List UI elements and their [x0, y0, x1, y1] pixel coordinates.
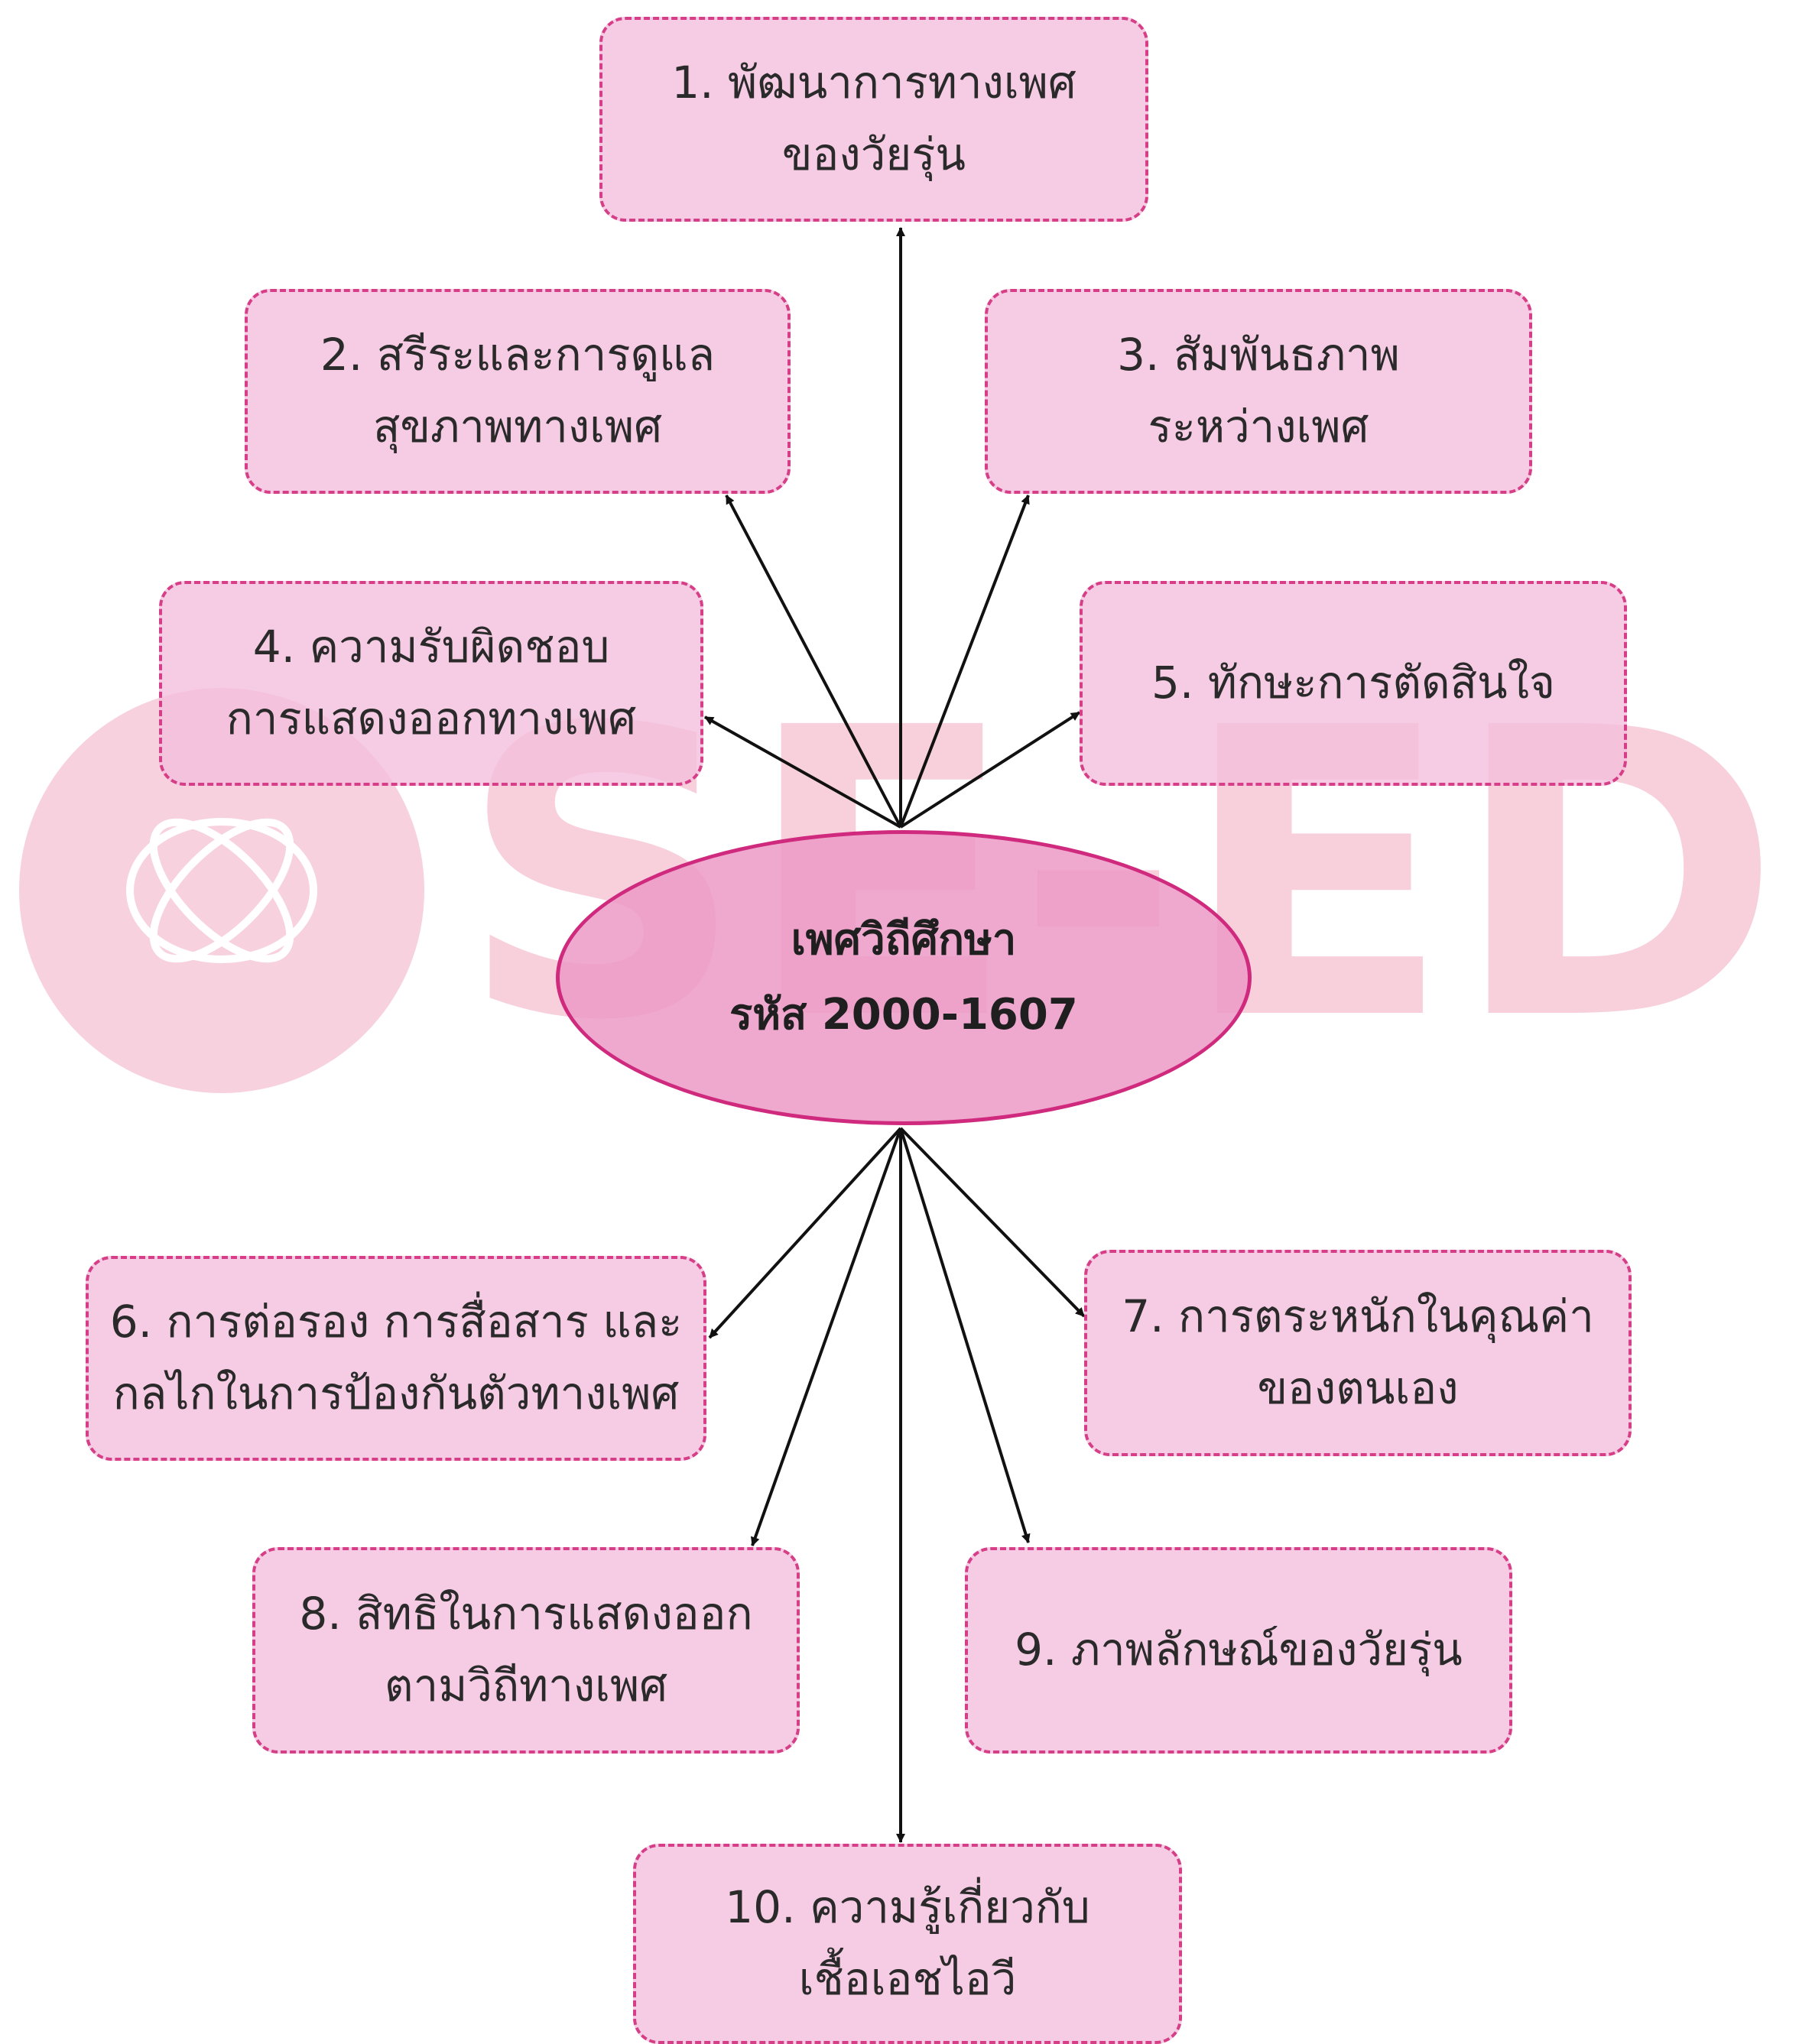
center-title: เพศวิถีศึกษา [791, 915, 1017, 965]
topic-node-1: 1. พัฒนาการทางเพศ ของวัยรุ่น [599, 17, 1148, 222]
topic-node-7: 7. การตระหนักในคุณค่า ของตนเอง [1084, 1250, 1632, 1456]
arrow-to-topic-6 [708, 1127, 902, 1339]
arrow-to-topic-3 [899, 495, 1030, 828]
topic-node-6: 6. การต่อรอง การสื่อสาร และ กลไกในการป้อ… [86, 1256, 706, 1461]
topic-node-8: 8. สิทธิในการแสดงออก ตามวิถีทางเพศ [252, 1547, 800, 1754]
topic-node-2: 2. สรีระและการดูแล สุขภาพทางเพศ [245, 289, 791, 494]
arrow-to-topic-2 [725, 495, 902, 828]
arrow-to-topic-9 [899, 1127, 1031, 1543]
arrow-group [704, 227, 1086, 1843]
topic-node-4: 4. ความรับผิดชอบ การแสดงออกทางเพศ [159, 581, 703, 786]
topic-label-8: 8. สิทธิในการแสดงออก ตามวิถีทางเพศ [299, 1588, 753, 1711]
arrow-to-topic-5 [899, 711, 1081, 829]
center-topic: เพศวิถีศึกษา รหัส 2000-1607 [556, 830, 1252, 1125]
topic-label-1: 1. พัฒนาการทางเพศ ของวัยรุ่น [671, 57, 1076, 180]
topic-node-3: 3. สัมพันธภาพ ระหว่างเพศ [985, 289, 1532, 494]
topic-label-4: 4. ความรับผิดชอบ การแสดงออกทางเพศ [226, 621, 637, 745]
topic-node-9: 9. ภาพลักษณ์ของวัยรุ่น [965, 1547, 1512, 1754]
topic-label-7: 7. การตระหนักในคุณค่า ของตนเอง [1122, 1290, 1594, 1414]
arrow-to-topic-7 [899, 1127, 1086, 1318]
topic-node-5: 5. ทักษะการตัดสินใจ [1080, 581, 1627, 786]
topic-label-2: 2. สรีระและการดูแล สุขภาพทางเพศ [320, 329, 716, 453]
arrow-to-topic-8 [751, 1127, 902, 1546]
topic-label-3: 3. สัมพันธภาพ ระหว่างเพศ [1117, 329, 1400, 453]
topic-label-10: 10. ความรู้เกี่ยวกับ เชื้อเอชไอวี [725, 1881, 1090, 2005]
center-code: รหัส 2000-1607 [729, 990, 1078, 1040]
topic-node-10: 10. ความรู้เกี่ยวกับ เชื้อเอชไอวี [633, 1844, 1182, 2044]
topic-label-6: 6. การต่อรอง การสื่อสาร และ กลไกในการป้อ… [109, 1296, 683, 1419]
topic-label-5: 5. ทักษะการตัดสินใจ [1151, 657, 1556, 709]
arrow-to-topic-4 [704, 715, 901, 829]
topic-label-9: 9. ภาพลักษณ์ของวัยรุ่น [1015, 1624, 1463, 1676]
